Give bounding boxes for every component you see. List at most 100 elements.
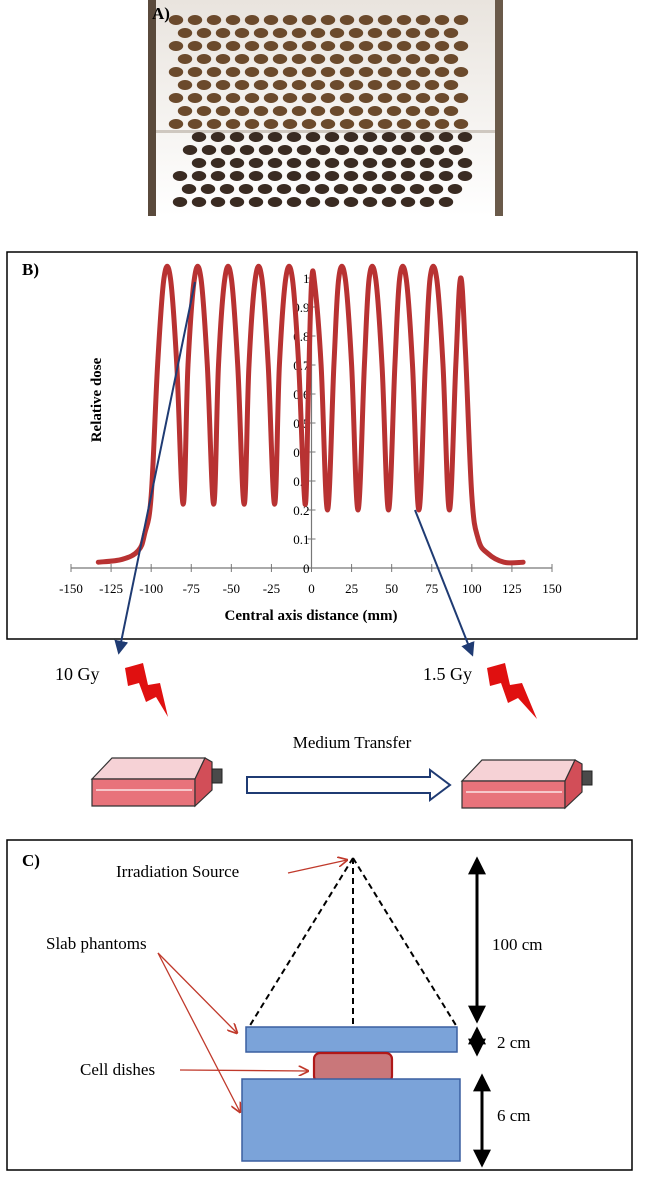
film-dot (168, 93, 184, 103)
film-dot (348, 28, 364, 38)
film-dot (267, 197, 283, 207)
film-dot (415, 67, 431, 77)
dimension-label-2cm: 2 cm (497, 1033, 531, 1052)
film-dot (438, 132, 454, 142)
film-dot (263, 41, 279, 51)
film-dot (187, 93, 203, 103)
x-tick-label: -150 (59, 581, 83, 596)
film-dot (409, 184, 425, 194)
film-dot (377, 15, 393, 25)
dimension-label-6cm: 6 cm (497, 1106, 531, 1125)
film-dot (377, 93, 393, 103)
x-tick-label: 75 (425, 581, 438, 596)
film-dot (396, 93, 412, 103)
film-dot (362, 132, 378, 142)
film-dot (301, 93, 317, 103)
film-dot (225, 15, 241, 25)
panel-a-label: A) (152, 4, 170, 23)
film-dot (329, 80, 345, 90)
film-dot (172, 197, 188, 207)
film-dot (386, 28, 402, 38)
x-tick-label: -50 (223, 581, 240, 596)
film-dot (244, 67, 260, 77)
film-dot (381, 171, 397, 181)
film-dot (428, 184, 444, 194)
film-dot (333, 184, 349, 194)
film-dot (206, 93, 222, 103)
film-dot (381, 132, 397, 142)
pointer-slab-top (157, 952, 237, 1033)
film-dot (168, 15, 184, 25)
film-dot (225, 119, 241, 129)
film-dot (215, 80, 231, 90)
film-dot (225, 41, 241, 51)
y-axis-label: Relative dose (89, 357, 105, 442)
film-dot (196, 54, 212, 64)
film-dot (172, 171, 188, 181)
film-dot (362, 171, 378, 181)
pointer-source (287, 860, 347, 874)
dimension-label-100cm: 100 cm (492, 935, 543, 954)
film-dot (362, 158, 378, 168)
film-dot (434, 93, 450, 103)
x-tick-label: -125 (99, 581, 123, 596)
film-dot (367, 28, 383, 38)
film-dot (453, 15, 469, 25)
film-dot (396, 67, 412, 77)
film-dot (272, 80, 288, 90)
x-tick-label: 100 (462, 581, 482, 596)
film-dot (187, 41, 203, 51)
x-tick-label: 50 (385, 581, 398, 596)
film-dot (324, 132, 340, 142)
film-dot (301, 41, 317, 51)
film-dot (210, 171, 226, 181)
film-dot (343, 158, 359, 168)
film-dot (168, 41, 184, 51)
film-plate-edge-right (495, 0, 503, 216)
film-dot (248, 132, 264, 142)
film-dot (443, 80, 459, 90)
film-dot (438, 197, 454, 207)
film-dot (215, 28, 231, 38)
film-dot (258, 145, 274, 155)
film-dot (396, 119, 412, 129)
film-dot (177, 106, 193, 116)
film-dot (206, 119, 222, 129)
film-dot (286, 171, 302, 181)
film-dot (371, 184, 387, 194)
film-dot (301, 15, 317, 25)
film-dot (234, 106, 250, 116)
film-dot (282, 41, 298, 51)
film-dot (415, 41, 431, 51)
film-dot (377, 41, 393, 51)
film-dot (334, 145, 350, 155)
film-dot (225, 67, 241, 77)
film-dot (410, 145, 426, 155)
film-dot (182, 145, 198, 155)
film-dot (196, 80, 212, 90)
film-dot (367, 80, 383, 90)
pointer-arrow-low-dose (414, 509, 475, 657)
film-dot (220, 145, 236, 155)
pointer-arrow-high-dose (114, 281, 196, 655)
film-dot (234, 28, 250, 38)
cell-dishes-label: Cell dishes (80, 1060, 155, 1079)
film-dot (343, 171, 359, 181)
film-dot (244, 93, 260, 103)
film-dot (187, 67, 203, 77)
film-dot (443, 28, 459, 38)
film-dot (339, 15, 355, 25)
film-dot (248, 197, 264, 207)
film-dot (324, 171, 340, 181)
film-dot (329, 28, 345, 38)
film-dot (419, 132, 435, 142)
film-dot (215, 106, 231, 116)
film-dot (267, 171, 283, 181)
transfer-arrow (246, 768, 452, 802)
film-dot (191, 197, 207, 207)
film-dot (200, 184, 216, 194)
film-dot (253, 80, 269, 90)
film-dot (438, 158, 454, 168)
film-dot (453, 67, 469, 77)
film-dot (415, 93, 431, 103)
